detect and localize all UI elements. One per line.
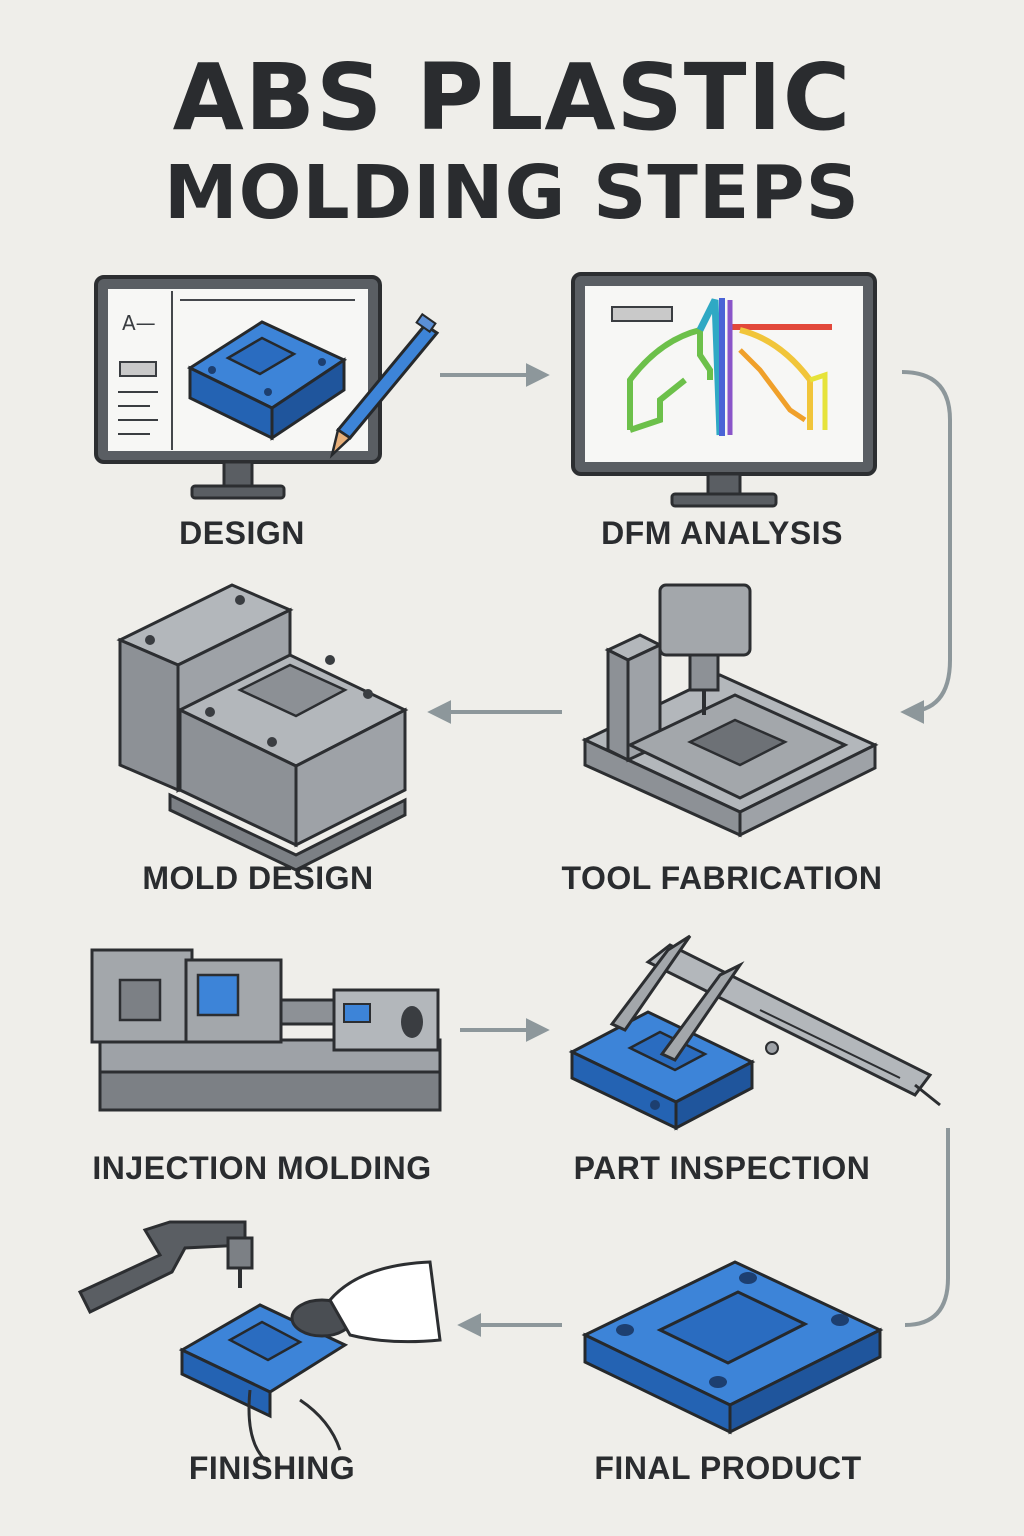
- step-label-dfm-analysis: DFM ANALYSIS: [601, 515, 843, 551]
- blue-part-icon: [581, 1260, 884, 1435]
- title-line-2: MOLDING STEPS: [164, 150, 860, 236]
- connector-inspection-to-final: [904, 1128, 950, 1327]
- step-label-final-product: FINAL PRODUCT: [594, 1450, 862, 1486]
- hand-tool-icon: [77, 1220, 442, 1462]
- mold-block-icon: [116, 583, 409, 872]
- monitor-cad-icon: A—: [94, 275, 440, 500]
- monitor-analysis-icon: [571, 272, 877, 508]
- step-label-finishing: FINISHING: [188, 1450, 356, 1486]
- step-label-mold-design: MOLD DESIGN: [142, 860, 374, 896]
- step-label-tool-fabrication: TOOL FABRICATION: [561, 860, 883, 896]
- step-label-injection-molding: INJECTION MOLDING: [92, 1150, 432, 1186]
- injection-machine-icon: [90, 948, 442, 1112]
- cnc-machine-icon: [581, 583, 879, 838]
- title-line-1: ABS PLASTIC: [172, 44, 852, 151]
- caliper-icon: [568, 934, 941, 1131]
- step-label-design: DESIGN: [179, 515, 305, 551]
- arrow-dfm-to-tool: [900, 370, 952, 724]
- step-label-part-inspection: PART INSPECTION: [573, 1150, 871, 1186]
- design-screen-label: A—: [122, 311, 156, 335]
